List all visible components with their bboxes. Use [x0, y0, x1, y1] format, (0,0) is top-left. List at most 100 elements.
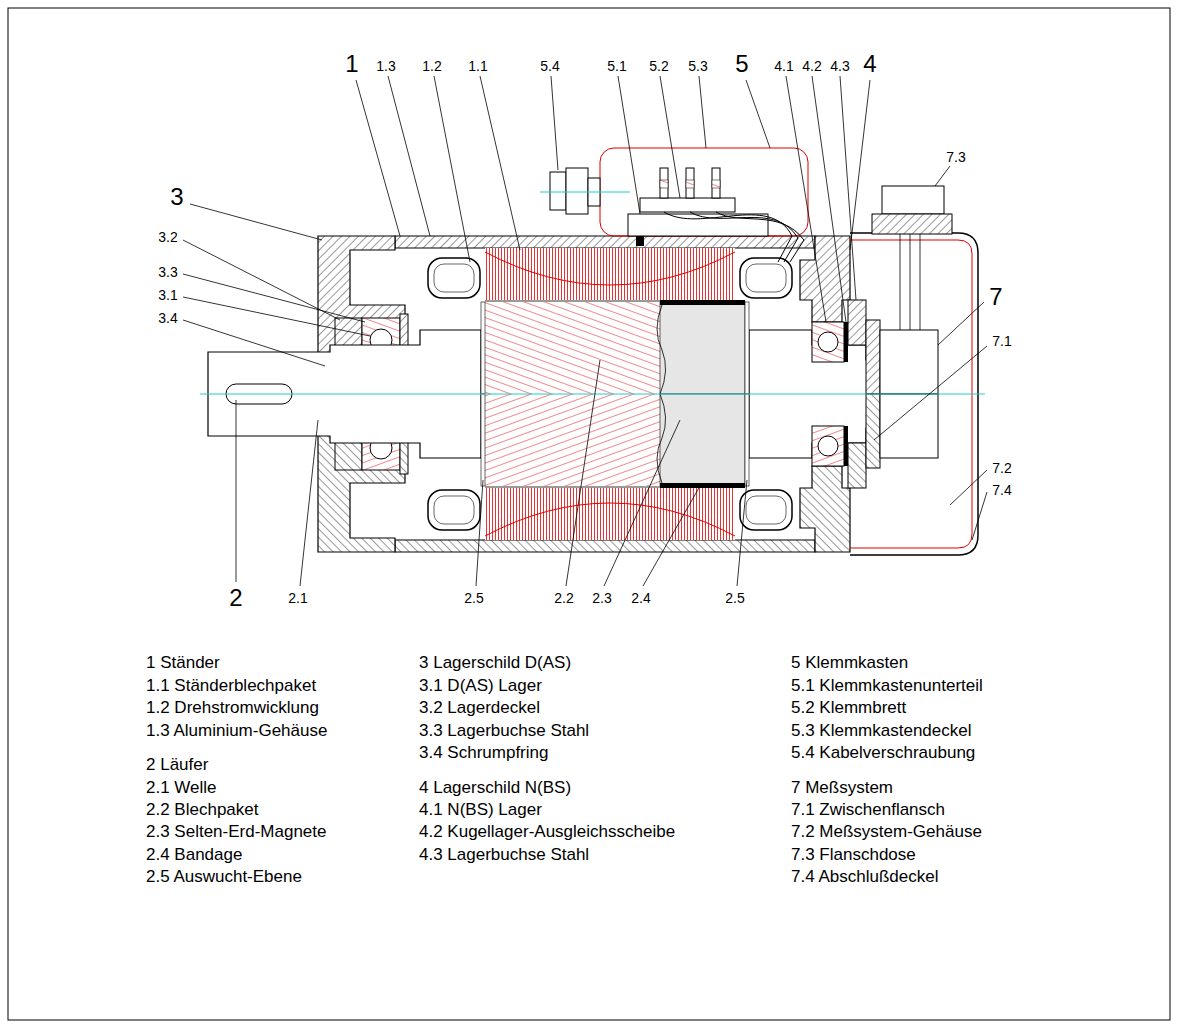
callout-number: 7.2: [991, 460, 1012, 476]
balancing-plane: [481, 302, 485, 394]
leader-line: [551, 76, 558, 170]
terminal-post: [712, 168, 720, 198]
terminal-nut: [660, 180, 668, 188]
key-entry: 7.2 Meßsystem-Gehäuse: [790, 822, 983, 842]
gland-axis: [540, 192, 630, 193]
stator-lamination: [485, 248, 735, 300]
callout-number: 7.4: [991, 482, 1012, 498]
encoder-housing-inner: [850, 240, 972, 394]
key-entry: 1 Ständer: [145, 653, 221, 673]
key-entry: 1.1 Ständerblechpaket: [145, 676, 317, 696]
bearing-shield-n: [800, 236, 850, 322]
key-entry: 5.2 Klemmbrett: [790, 698, 907, 718]
intermediate-flange: [866, 320, 880, 394]
terminal-post: [686, 168, 694, 198]
leader-line: [737, 480, 747, 586]
key-entry: 4.3 Lagerbuchse Stahl: [418, 845, 590, 865]
callout-number: 1.2: [421, 58, 442, 74]
key-entry: 3 Lagerschild D(AS): [418, 653, 572, 673]
leader-line: [300, 420, 318, 586]
key-entry: 4.2 Kugellager-Ausgleichsscheibe: [418, 822, 676, 842]
winding-end: [740, 258, 792, 298]
motor-half-mirror: [208, 394, 978, 555]
leader-line: [950, 470, 987, 505]
callout-number: 5: [734, 50, 749, 78]
callout-number: 4.2: [801, 58, 822, 74]
callout-number: 2: [228, 584, 243, 612]
terminal-nut: [686, 180, 694, 188]
screw: [636, 236, 644, 246]
callout-number: 1.3: [375, 58, 396, 74]
cable-gland-nut: [566, 168, 588, 214]
flange-socket: [872, 186, 952, 330]
key-entry: 7 Meßsystem: [790, 778, 894, 798]
key-entry: 1.3 Aluminium-Gehäuse: [145, 721, 328, 741]
callout-number: 7.1: [991, 333, 1012, 349]
key-entry: 2.2 Blechpaket: [145, 800, 259, 820]
compensating-disc: [844, 322, 848, 362]
callout-number: 4.3: [829, 58, 850, 74]
key-entry: 2.5 Auswucht-Ebene: [145, 867, 303, 887]
leader-line: [190, 204, 322, 240]
leader-line: [604, 420, 680, 586]
winding-inner: [434, 264, 474, 292]
key-entry: 3.3 Lagerbuchse Stahl: [418, 721, 590, 741]
terminal-nut: [712, 180, 720, 188]
leader-line: [388, 76, 430, 236]
leader-line: [434, 76, 470, 262]
leader-line: [356, 80, 400, 236]
balancing-plane: [745, 302, 749, 394]
leader-line: [476, 480, 483, 586]
bearing-n: [812, 322, 844, 362]
callout-number: 4.1: [773, 58, 794, 74]
key-entry: 3.1 D(AS) Lager: [418, 676, 543, 696]
leader-line: [972, 492, 987, 540]
key-entry: 4 Lagerschild N(BS): [418, 778, 572, 798]
motor-half-section: [208, 233, 978, 394]
callout-number: 5.1: [606, 58, 627, 74]
key-entry: 2.1 Welle: [145, 778, 218, 798]
terminal-box: [540, 148, 808, 262]
key-entry: 2.3 Selten-Erd-Magnete: [145, 822, 328, 842]
key-entry: 7.1 Zwischenflansch: [790, 800, 946, 820]
leader-line: [874, 346, 987, 440]
housing-wall: [395, 236, 815, 248]
air-gap: [485, 301, 745, 302]
callout-number: 3.4: [157, 310, 178, 326]
key-entry: 5.1 Klemmkastenunterteil: [790, 676, 984, 696]
encoder-body: [880, 330, 938, 394]
winding-end: [428, 258, 480, 298]
leader-line: [183, 320, 325, 366]
socket-body: [882, 186, 944, 214]
callout-number: 4: [862, 50, 877, 78]
key-entry: 2.4 Bandage: [145, 845, 243, 865]
key-entry: 5.4 Kabelverschraubung: [790, 743, 976, 763]
leader-line: [786, 76, 826, 322]
wire: [910, 234, 911, 330]
callout-number: 7.3: [945, 149, 966, 165]
key-entry: 4.1 N(BS) Lager: [418, 800, 543, 820]
leader-line: [566, 360, 600, 586]
wire: [690, 212, 798, 262]
leader-line: [480, 76, 520, 250]
wire: [900, 234, 901, 330]
page-frame: [8, 8, 1170, 1020]
leader-line: [812, 76, 846, 322]
terminal-post: [660, 168, 668, 198]
wire: [920, 234, 921, 330]
break-line: [657, 305, 666, 394]
cable-gland: [550, 172, 566, 210]
bearing-ball: [818, 332, 838, 352]
leader-line: [183, 274, 365, 322]
terminal-board: [640, 198, 735, 212]
key-entry: 2 Läufer: [145, 755, 209, 775]
leader-line: [850, 80, 870, 250]
callout-number: 3.2: [157, 229, 178, 245]
key-entry: 1.2 Drehstromwicklung: [145, 698, 320, 718]
callout-number: 5.2: [648, 58, 669, 74]
key-entry: 3.4 Schrumpfring: [418, 743, 549, 763]
leader-line: [699, 76, 706, 148]
callout-number: 5.4: [539, 58, 560, 74]
